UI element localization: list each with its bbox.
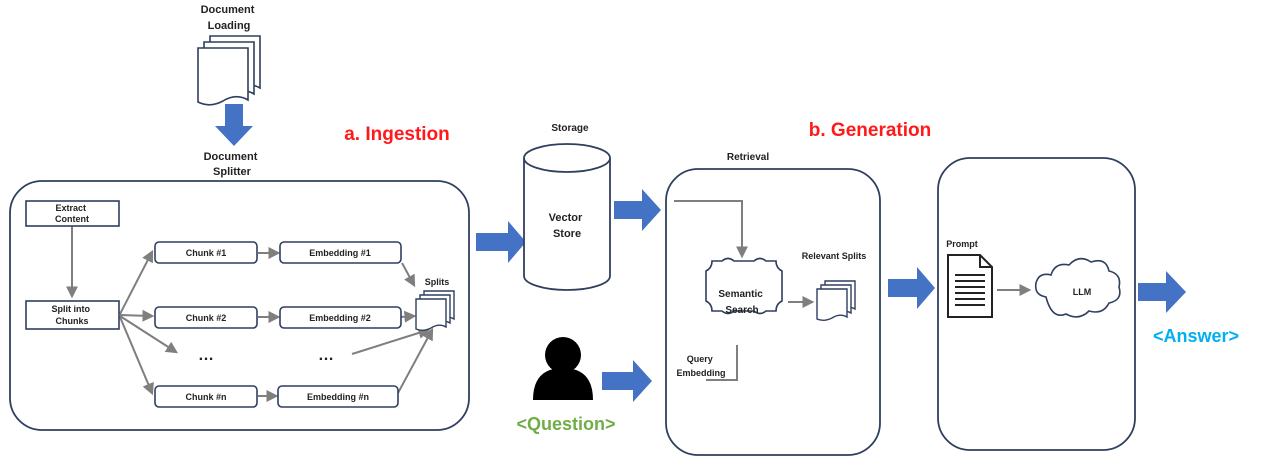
ingestion-to-storage-arrow: [476, 221, 526, 263]
semantic-search-label: Semantic Search: [718, 289, 765, 316]
question-label: <Question>: [516, 414, 615, 434]
document-stack-icon: [197, 35, 261, 106]
vector-store-label: Vector Store: [549, 212, 586, 240]
user-icon: [533, 337, 593, 400]
query-embedding-label: Query Embedding: [677, 354, 726, 378]
loading-to-splitter-arrow: [215, 104, 253, 146]
extract-content-label: Extract Content: [55, 203, 89, 224]
embedding-1-label: Embedding #1: [309, 248, 371, 258]
question-to-retrieval-arrow: [602, 360, 652, 402]
retrieval-connectors: [674, 200, 815, 381]
prompt-label: Prompt: [946, 239, 978, 249]
llm-label: LLM: [1073, 287, 1092, 297]
chunk-1-box: [154, 241, 258, 264]
answer-label: <Answer>: [1153, 326, 1239, 346]
chunk-n-box: [154, 385, 258, 408]
relevant-splits-label: Relevant Splits: [802, 251, 867, 261]
retrieval-label: Retrieval: [727, 152, 769, 163]
embedding-n-label: Embedding #n: [307, 392, 369, 402]
storage-label: Storage: [551, 123, 589, 134]
chunk-n-label: Chunk #n: [185, 392, 226, 402]
splits-document-icon: [415, 290, 455, 331]
retrieval-to-prompt-arrow: [888, 267, 935, 309]
generation-heading: b. Generation: [809, 120, 931, 141]
split-into-chunks-box: [25, 300, 120, 330]
vector-store-cylinder: [523, 143, 611, 291]
llm-to-answer-arrow: [1138, 271, 1186, 313]
splits-label: Splits: [425, 277, 450, 287]
embedding-n-box: [277, 385, 399, 408]
split-into-chunks-label: Split into Chunks: [51, 304, 92, 326]
retrieval-panel: [665, 168, 881, 456]
chunk-2-label: Chunk #2: [186, 313, 227, 323]
embedding-2-box: [279, 306, 402, 329]
llm-cloud-icon: [1034, 257, 1121, 318]
chunk-ellipsis: …: [198, 347, 214, 364]
embedding-1-box: [279, 241, 402, 264]
document-loading-label: Document Loading: [201, 4, 258, 32]
extract-content-box: [25, 200, 120, 227]
embedding-ellipsis: …: [318, 347, 334, 364]
prompt-document-icon: [947, 254, 993, 318]
llm-panel: [937, 157, 1136, 451]
storage-to-retrieval-arrow: [614, 189, 661, 231]
ingestion-heading: a. Ingestion: [344, 124, 450, 145]
ingestion-connectors: [66, 225, 434, 402]
chunk-2-box: [154, 306, 258, 329]
chunk-1-label: Chunk #1: [186, 248, 227, 258]
embedding-2-label: Embedding #2: [309, 313, 371, 323]
semantic-search-box: [705, 257, 783, 315]
document-splitter-label: Document Splitter: [204, 151, 261, 178]
relevant-splits-document-icon: [816, 280, 856, 321]
